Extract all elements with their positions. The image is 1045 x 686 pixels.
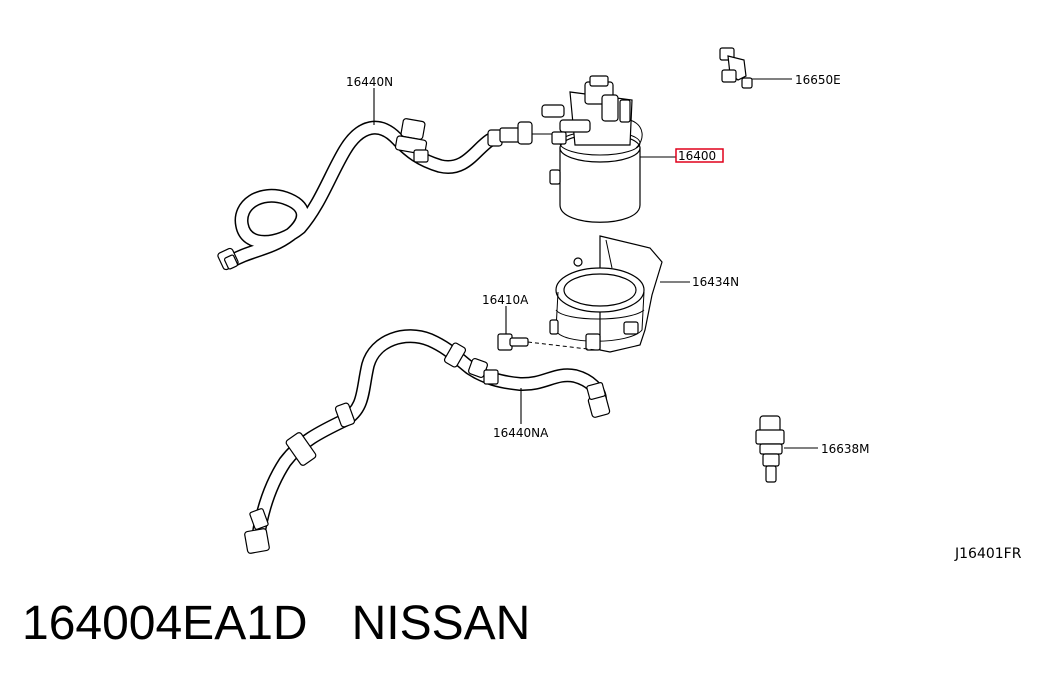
label-16440NA: 16440NA [493, 426, 549, 440]
part-caption: 164004EA1D NISSAN [22, 596, 530, 651]
mounting-bolt[interactable] [497, 333, 597, 351]
filter-bracket[interactable] [549, 235, 663, 353]
label-16400: 16400 [678, 149, 716, 163]
label-16440N: 16440N [346, 75, 393, 89]
label-16434N: 16434N [692, 275, 739, 289]
part-number: 164004EA1D [22, 597, 308, 650]
brand-name: NISSAN [351, 597, 531, 650]
upper-fuel-hose[interactable] [217, 118, 555, 271]
label-16400-highlight [675, 148, 724, 163]
water-sensor-top[interactable] [719, 47, 753, 89]
fuel-filter[interactable] [541, 75, 643, 223]
temperature-sensor-bottom[interactable] [755, 415, 785, 483]
label-16650E: 16650E [795, 73, 841, 87]
diagram-ref-code: J16401FR [954, 546, 1022, 562]
lower-fuel-hose[interactable] [244, 329, 611, 554]
label-16410A: 16410A [482, 293, 529, 307]
label-16638M: 16638M [821, 442, 870, 456]
